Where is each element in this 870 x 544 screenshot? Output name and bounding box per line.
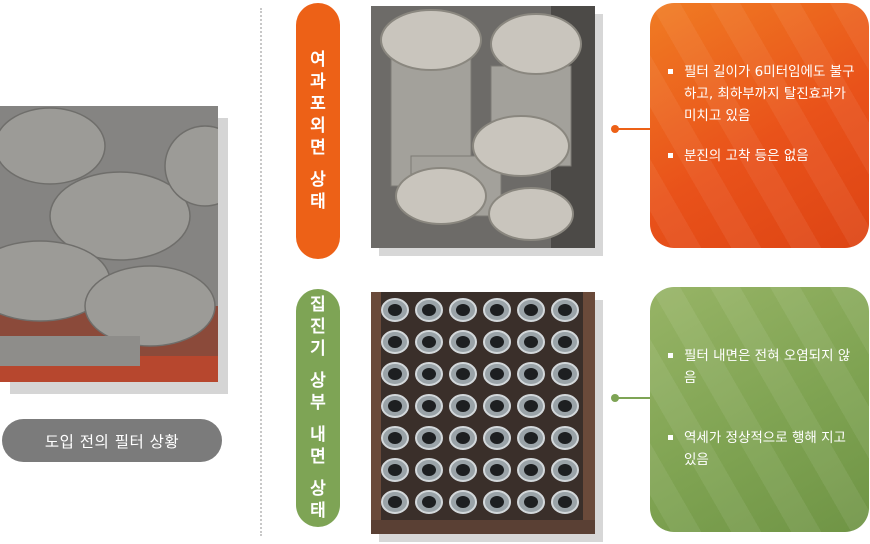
collector-ring-hole [456,368,470,380]
label-char: 태 [310,501,326,521]
inner-info-card: 필터 내면은 전혀 오염되지 않음 역세가 정상적으로 행해 지고 있음 [650,287,869,532]
collector-ring-hole [388,400,402,412]
label-char: 상 [310,371,326,391]
collector-ring-hole [422,400,436,412]
collector-ring-hole [490,304,504,316]
collector-ring-hole [524,304,538,316]
label-char: 부 [310,393,326,413]
before-caption: 도입 전의 필터 상황 [2,419,222,462]
collector-ring-hole [388,368,402,380]
collector-ring-hole [422,336,436,348]
collector-ring-hole [422,496,436,508]
outer-bullet-list: 필터 길이가 6미터임에도 불구하고, 최하부까지 탈진효과가 미치고 있음 분… [668,61,855,167]
collector-ring-hole [524,368,538,380]
outer-photo-frame [371,6,603,256]
collector-ring-hole [558,304,572,316]
label-char: 기 [310,339,326,359]
before-photo-frame [0,106,228,394]
collector-ring-hole [490,400,504,412]
inner-connector [611,394,653,402]
collector-ring-hole [558,368,572,380]
collector-ring-hole [558,432,572,444]
dotted-divider [260,8,262,536]
collector-ring-hole [490,432,504,444]
collector-ring-hole [524,464,538,476]
collector-ring-hole [490,464,504,476]
collector-ring-hole [388,336,402,348]
collector-ring-hole [456,400,470,412]
connector-dot [611,125,619,133]
collector-ring-hole [456,496,470,508]
bullet-item: 필터 내면은 전혀 오염되지 않음 [668,345,855,389]
collector-ring-hole [558,400,572,412]
collector-ring-hole [456,336,470,348]
collector-ring-hole [490,336,504,348]
collector-ring-hole [490,496,504,508]
collector-ring-hole [524,336,538,348]
label-char: 내 [310,425,326,445]
collector-ring-hole [422,432,436,444]
label-char: 집 [310,295,326,315]
collector-ring-hole [524,496,538,508]
collector-ring-hole [558,336,572,348]
collector-ring-hole [388,432,402,444]
collector-ring-hole [456,464,470,476]
collector-ring-hole [388,304,402,316]
bullet-item: 필터 길이가 6미터임에도 불구하고, 최하부까지 탈진효과가 미치고 있음 [668,61,855,127]
label-char: 진 [310,317,326,337]
collector-ring-hole [456,432,470,444]
label-char: 상 [310,479,326,499]
inner-bullet-list: 필터 내면은 전혀 오염되지 않음 역세가 정상적으로 행해 지고 있음 [668,345,855,471]
label-char: 상 [310,170,326,190]
label-char: 과 [310,72,326,92]
label-char: 면 [310,447,326,467]
label-char: 태 [310,192,326,212]
label-char: 포 [310,94,326,114]
collector-ring-hole [558,496,572,508]
label-char: 면 [310,138,326,158]
outer-state-label: 여 과 포 외 면 상 태 [296,3,340,259]
collector-ring-hole [558,464,572,476]
collector-ring-hole [524,400,538,412]
inner-state-label: 집 진 기 상 부 내 면 상 태 [296,289,340,527]
collector-ring-hole [388,496,402,508]
outer-filter-photo [371,6,595,248]
before-filter-photo [0,106,218,382]
collector-ring-hole [422,464,436,476]
connector-dot [611,394,619,402]
label-char: 외 [310,116,326,136]
bullet-item: 역세가 정상적으로 행해 지고 있음 [668,427,855,471]
collector-ring-hole [388,464,402,476]
collector-ring-hole [422,304,436,316]
label-char: 여 [310,50,326,70]
inner-collector-photo [371,292,595,534]
outer-info-card: 필터 길이가 6미터임에도 불구하고, 최하부까지 탈진효과가 미치고 있음 분… [650,3,869,248]
collector-ring-hole [490,368,504,380]
collector-ring-hole [456,304,470,316]
collector-ring-hole [524,432,538,444]
inner-photo-frame [371,292,603,542]
collector-ring-hole [422,368,436,380]
bullet-item: 분진의 고착 등은 없음 [668,145,855,167]
outer-connector [611,125,653,133]
